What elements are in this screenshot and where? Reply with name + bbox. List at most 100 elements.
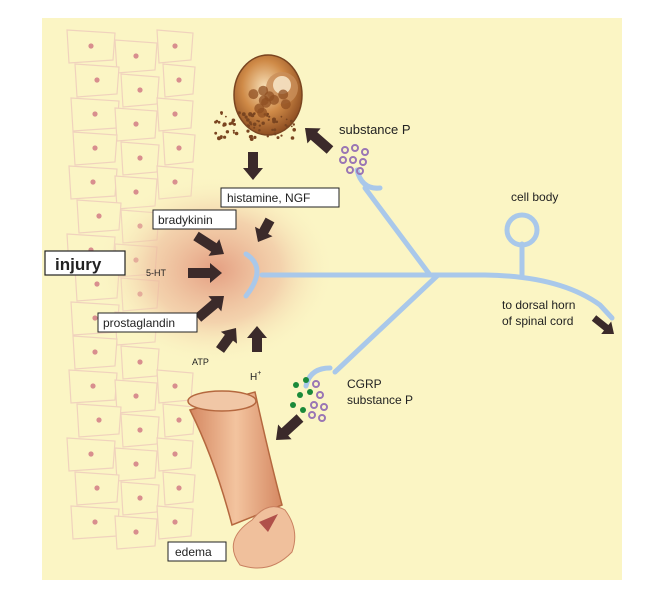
vesicle-substance-p: [356, 167, 364, 175]
tissue-cell-nucleus: [92, 519, 98, 525]
arrow-histamine-ngf: [255, 217, 275, 242]
tissue-cell-nucleus: [176, 417, 182, 423]
edema-label-box: edema: [167, 541, 227, 562]
edema-label: edema: [175, 545, 212, 559]
nerve-fibers: [243, 167, 615, 389]
mast-cell-granule: [248, 112, 253, 117]
mast-cell-granule-large: [261, 97, 272, 108]
mast-cell-granule: [258, 124, 261, 127]
tissue-cell-nucleus: [172, 519, 178, 525]
mast-cell-granule: [225, 130, 230, 134]
tissue-cell-nucleus: [133, 393, 139, 399]
mast-cell-granule: [272, 119, 276, 124]
mast-cell-granule: [246, 129, 250, 133]
tissue-cell-nucleus: [92, 349, 98, 355]
vesicles-lower: [290, 377, 328, 422]
mast-cell-granule-large: [257, 107, 268, 118]
nerve-main-axon: [259, 272, 615, 321]
arrow-bradykinin: [193, 231, 224, 256]
tissue-cell-nucleus: [133, 53, 139, 59]
mast-cell-granule: [214, 131, 218, 135]
mast-cell-granule: [231, 118, 236, 123]
dorsal-horn-label-line2: of spinal cord: [502, 314, 573, 328]
cell-body-icon: [504, 212, 540, 248]
mast-cell-granule: [290, 125, 293, 128]
mast-cell-granule: [286, 125, 289, 129]
mast-cell-granule: [266, 135, 269, 138]
tissue-cell-nucleus: [94, 77, 100, 83]
mast-cell-granule-large: [258, 85, 269, 96]
mast-cell-granule: [280, 134, 283, 137]
arrow-to-dorsal-horn: [591, 315, 614, 334]
mast-cell-granule: [248, 121, 252, 125]
histamine-ngf-label: histamine, NGF: [227, 191, 310, 205]
mast-cell-granule: [220, 112, 223, 115]
arrow-5ht: [188, 263, 222, 283]
mast-cell-granule: [252, 112, 256, 116]
vesicle-substance-p: [359, 158, 367, 166]
vesicle-cgrp: [290, 402, 296, 408]
mast-cell-granule-large: [280, 99, 291, 110]
tissue-cell-nucleus: [137, 87, 143, 93]
tissue-cell-nucleus: [176, 77, 182, 83]
arrow-cgrp-to-vessel: [276, 414, 304, 440]
tissue-cell-nucleus: [172, 383, 178, 389]
arrow-prostaglandin: [194, 296, 224, 322]
h-plus-label: H+: [250, 370, 261, 383]
tissue-cell-nucleus: [92, 145, 98, 151]
substance-p-bottom-label: substance P: [347, 393, 413, 407]
tissue-cell-nucleus: [137, 427, 143, 433]
bradykinin-label: bradykinin: [158, 213, 213, 227]
prostaglandin-label-box: prostaglandin: [97, 312, 198, 333]
histamine-ngf-label-box: histamine, NGF: [220, 187, 340, 208]
tissue-cell-nucleus: [176, 145, 182, 151]
vesicle-substance-p: [351, 144, 359, 152]
mast-cell-granule: [223, 135, 227, 139]
mast-cell-granule: [217, 120, 221, 124]
mast-cell-granule: [230, 121, 234, 125]
cgrp-label: CGRP: [347, 377, 382, 391]
mast-cell-granule: [276, 136, 280, 140]
cell-body-label: cell body: [511, 190, 558, 204]
mast-cell-granule: [248, 135, 253, 139]
mast-cell-granule: [253, 126, 256, 129]
mast-cell-granule: [273, 128, 277, 132]
mast-cell-granule: [290, 136, 295, 140]
vesicle-substance-p: [320, 403, 328, 411]
mast-cell-granule: [258, 129, 261, 132]
mast-cell-granule: [275, 120, 279, 124]
dorsal-horn-label-line1: to dorsal horn: [502, 298, 575, 312]
arrows: [188, 128, 614, 440]
mast-cell-granule: [241, 112, 246, 117]
tissue-cell-nucleus: [88, 451, 94, 457]
arrow-mast-cell-down: [243, 152, 263, 180]
tissue-cell-nucleus: [172, 43, 178, 49]
blood-vessel-icon: [187, 390, 296, 569]
substance-p-top-label: substance P: [339, 122, 411, 137]
tissue-cell-nucleus: [172, 451, 178, 457]
mast-cell-granule: [214, 120, 218, 124]
tissue-cell-nucleus: [90, 383, 96, 389]
arrow-h-plus: [247, 326, 267, 352]
mast-cell-granule: [261, 121, 265, 125]
mast-cell-granule: [252, 122, 257, 127]
mast-cell-granule: [232, 131, 235, 134]
mast-cell-granule: [253, 135, 257, 139]
tissue-cell-nucleus: [176, 485, 182, 491]
mast-cell-granule: [237, 111, 241, 115]
arrow-substance-p-to-mast-cell: [305, 128, 334, 154]
mast-cell-granule: [284, 124, 287, 127]
mast-cell-granule: [220, 136, 223, 140]
vesicle-cgrp: [297, 392, 303, 398]
vesicle-cgrp: [300, 407, 306, 413]
mast-cell-granule: [256, 119, 259, 122]
tissue-cell-nucleus: [94, 485, 100, 491]
mast-cell-granule: [268, 115, 271, 118]
vesicle-cgrp: [293, 382, 299, 388]
bradykinin-label-box: bradykinin: [152, 209, 237, 230]
mast-cell-granule: [293, 129, 296, 132]
mast-cell-icon: [214, 54, 303, 142]
tissue-cell-nucleus: [133, 461, 139, 467]
vesicle-substance-p: [349, 156, 357, 164]
